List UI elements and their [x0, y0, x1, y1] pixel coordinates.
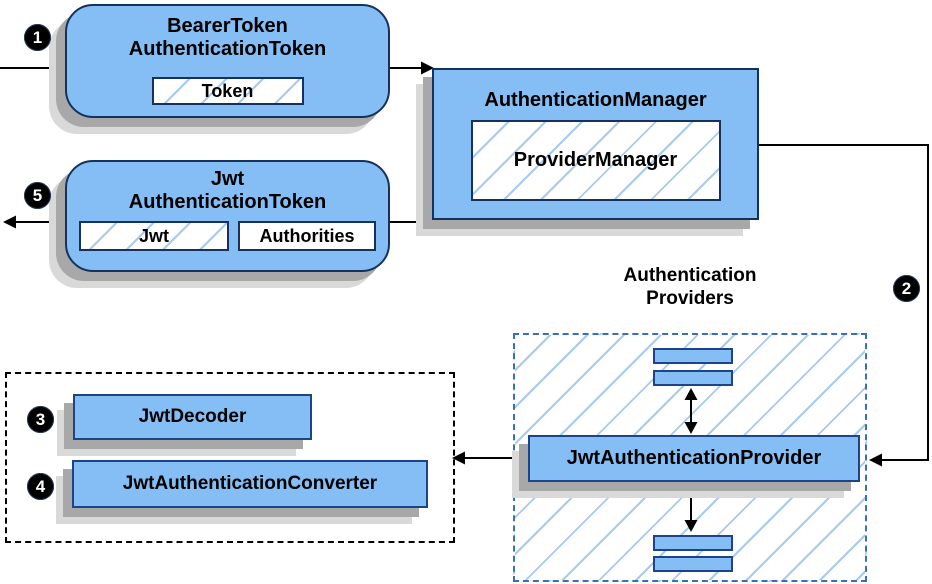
authorities-chip: Authorities	[238, 221, 376, 251]
other-provider-bar	[653, 535, 733, 551]
authentication-providers-label: Authentication Providers	[513, 264, 867, 310]
jwt-token-node-title: Jwt AuthenticationToken	[129, 168, 326, 214]
jwt-authentication-converter-node: JwtAuthenticationConverter	[72, 460, 428, 508]
jwt-token-title-line1: Jwt	[210, 168, 245, 190]
jwt-authentication-token-node: Jwt AuthenticationToken Jwt Authorities	[65, 160, 390, 272]
step-2-badge: 2	[893, 275, 920, 302]
step-1-badge: 1	[24, 24, 51, 51]
arrowhead-left-icon	[3, 215, 16, 229]
other-provider-bar	[653, 556, 733, 572]
provider-manager-chip: ProviderManager	[470, 120, 721, 201]
jwt-chip: Jwt	[79, 221, 229, 251]
jwt-token-chip-row: Jwt Authorities	[79, 221, 376, 251]
step-4-badge: 4	[27, 473, 54, 500]
bearer-token-authentication-token-node: BearerToken AuthenticationToken Token	[65, 4, 390, 118]
authentication-providers-label-line1: Authentication	[623, 265, 757, 286]
other-provider-bar	[653, 370, 733, 386]
bearer-token-title-line2: AuthenticationToken	[128, 38, 327, 60]
arrowhead-left-icon	[869, 453, 882, 467]
authentication-manager-title: AuthenticationManager	[484, 89, 707, 111]
step-5-badge: 5	[24, 182, 51, 209]
authentication-manager-node: AuthenticationManager ProviderManager	[432, 68, 759, 220]
step-3-badge: 3	[27, 406, 54, 433]
token-chip: Token	[151, 77, 304, 105]
jwt-decoder-node: JwtDecoder	[73, 394, 312, 440]
bearer-token-node-title: BearerToken AuthenticationToken	[129, 15, 326, 61]
jwt-authentication-provider-node: JwtAuthenticationProvider	[528, 435, 860, 482]
authentication-providers-label-line2: Providers	[646, 288, 734, 309]
bearer-token-title-line1: BearerToken	[167, 15, 288, 37]
other-provider-bar	[653, 348, 733, 364]
jwt-token-title-line2: AuthenticationToken	[128, 191, 327, 213]
